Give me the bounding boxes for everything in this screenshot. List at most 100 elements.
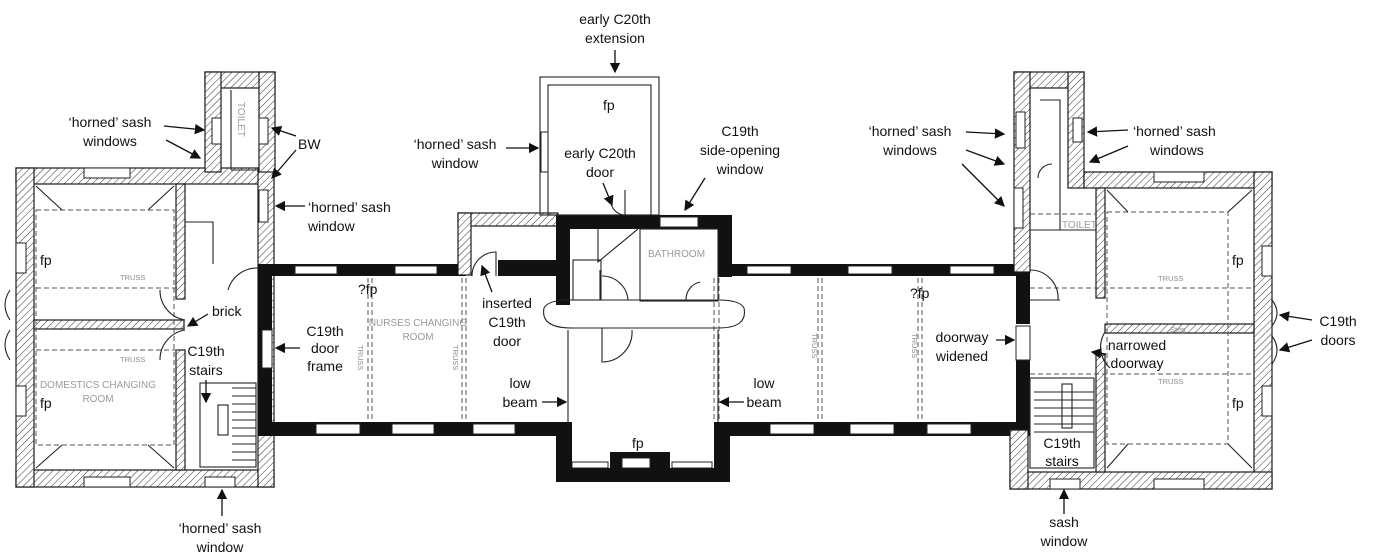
annotation-text: window xyxy=(716,161,765,177)
annotation-text: stairs xyxy=(189,362,222,378)
annotation-text: low xyxy=(509,375,531,391)
annotation-c19th-doors: C19th doors xyxy=(1278,311,1357,353)
svg-text:doors: doors xyxy=(1320,332,1355,348)
svg-text:low: low xyxy=(753,375,775,391)
annotation-sash-window-bottom: sash window xyxy=(1040,488,1088,549)
svg-text:narrowed: narrowed xyxy=(1108,337,1166,353)
right-wing xyxy=(1009,71,1278,490)
annotation-text: windows xyxy=(82,133,137,149)
truss-label: TRUSS xyxy=(120,355,145,364)
annotation-text: stairs xyxy=(1045,453,1078,469)
annotation-text: window xyxy=(196,539,245,555)
fp-label: fp xyxy=(632,435,644,451)
toilet-label-right: TOILET xyxy=(1062,220,1097,231)
svg-text:C19th: C19th xyxy=(187,343,224,359)
nurses-room-label-line: ROOM xyxy=(402,332,433,343)
annotation-extension: early C20th extension xyxy=(579,11,651,74)
fp-label: fp xyxy=(40,395,52,411)
fp-label: fp xyxy=(40,252,52,268)
domestics-room-label: ROOM xyxy=(82,394,113,405)
annotation-low-beam-right: low beam xyxy=(718,375,782,410)
qfp-label: ?fp xyxy=(358,281,378,297)
annotation-horned-sash-window-ext: ‘horned’ sash window xyxy=(414,136,540,171)
svg-text:window: window xyxy=(307,218,356,234)
svg-text:door: door xyxy=(493,333,521,349)
domestics-room-label-line: DOMESTICS CHANGING xyxy=(40,380,156,391)
annotation-text: doorway xyxy=(1111,355,1164,371)
svg-text:inserted: inserted xyxy=(482,295,532,311)
svg-text:window: window xyxy=(431,155,480,171)
annotation-text: brick xyxy=(212,303,243,319)
annotation-text: inserted xyxy=(482,295,532,311)
svg-text:beam: beam xyxy=(746,394,781,410)
svg-text:early C20th: early C20th xyxy=(579,11,651,27)
svg-text:side-opening: side-opening xyxy=(700,142,780,158)
annotation-text: door xyxy=(311,340,339,356)
annotation-text: narrowed xyxy=(1108,337,1166,353)
truss-label: TRUSS xyxy=(910,333,919,358)
annotation-text: windows xyxy=(882,142,937,158)
annotation-text: window xyxy=(431,155,480,171)
svg-text:door: door xyxy=(586,164,614,180)
svg-text:early C20th: early C20th xyxy=(564,145,636,161)
annotation-horned-sash-windows-right-b: ‘horned’ sash windows xyxy=(1086,123,1216,164)
annotation-text: extension xyxy=(585,30,645,46)
svg-text:stairs: stairs xyxy=(189,362,222,378)
truss-label: TRUSS xyxy=(810,333,819,358)
annotation-text: doorway xyxy=(936,329,989,345)
svg-text:‘horned’ sash: ‘horned’ sash xyxy=(1133,123,1216,139)
annotation-horned-sash-window-bottom: ‘horned’ sash window xyxy=(179,488,262,555)
annotation-c19th-door-frame: C19th door frame xyxy=(274,323,344,374)
annotation-brick: brick xyxy=(186,303,243,327)
truss-label: TRUSS xyxy=(1158,274,1183,283)
svg-text:windows: windows xyxy=(82,133,137,149)
svg-text:C19th: C19th xyxy=(306,323,343,339)
step-label: Step xyxy=(1170,325,1185,334)
truss-label: TRUSS xyxy=(120,273,145,282)
svg-text:C19th: C19th xyxy=(1319,313,1356,329)
annotation-text: ‘horned’ sash xyxy=(69,114,152,130)
annotation-c19th-stairs-right: C19th stairs xyxy=(1043,435,1080,469)
annotation-text: side-opening xyxy=(700,142,780,158)
svg-text:C19th: C19th xyxy=(1043,435,1080,451)
domestics-room-label: DOMESTICS CHANGING xyxy=(40,380,156,391)
annotation-text: beam xyxy=(502,394,537,410)
svg-text:‘horned’ sash: ‘horned’ sash xyxy=(308,199,391,215)
annotation-text: door xyxy=(586,164,614,180)
svg-text:extension: extension xyxy=(585,30,645,46)
svg-text:‘horned’ sash: ‘horned’ sash xyxy=(179,520,262,536)
annotation-c19th-side-opening-window: C19th side-opening window xyxy=(684,123,780,212)
annotation-text: C19th xyxy=(1319,313,1356,329)
svg-text:widened: widened xyxy=(935,348,988,364)
annotation-low-beam-left: low beam xyxy=(502,375,568,410)
annotation-text: C19th xyxy=(721,123,758,139)
nurses-room-label: NURSES CHANGING xyxy=(369,318,468,329)
svg-text:door: door xyxy=(311,340,339,356)
annotation-text: widened xyxy=(935,348,988,364)
annotation-early-c20th-door: early C20th door xyxy=(564,145,636,207)
fp-label: fp xyxy=(1232,252,1244,268)
annotation-horned-sash-windows-right-a: ‘horned’ sash windows xyxy=(869,123,1006,207)
fp-label: fp xyxy=(603,97,615,113)
truss-label: TRUSS xyxy=(356,345,365,370)
annotation-c19th-stairs-left: C19th stairs xyxy=(187,343,225,404)
nurses-room-label: ROOM xyxy=(402,332,433,343)
annotation-text: ‘horned’ sash xyxy=(179,520,262,536)
toilet-label-left: TOILET xyxy=(235,102,246,137)
svg-text:windows: windows xyxy=(882,142,937,158)
annotation-text: early C20th xyxy=(564,145,636,161)
truss-label: TRUSS xyxy=(1158,377,1183,386)
annotation-text: C19th xyxy=(306,323,343,339)
annotation-text: C19th xyxy=(488,314,525,330)
svg-text:doorway: doorway xyxy=(1111,355,1164,371)
annotation-text: ‘horned’ sash xyxy=(308,199,391,215)
svg-text:‘horned’ sash: ‘horned’ sash xyxy=(414,136,497,152)
svg-text:low: low xyxy=(509,375,531,391)
annotation-inserted-c19th-door: inserted C19th door xyxy=(480,264,532,349)
annotation-horned-sash-window-left-mid: ‘horned’ sash window xyxy=(274,199,391,234)
svg-text:C19th: C19th xyxy=(721,123,758,139)
annotation-text: low xyxy=(753,375,775,391)
svg-text:window: window xyxy=(196,539,245,555)
annotation-text: frame xyxy=(307,358,343,374)
